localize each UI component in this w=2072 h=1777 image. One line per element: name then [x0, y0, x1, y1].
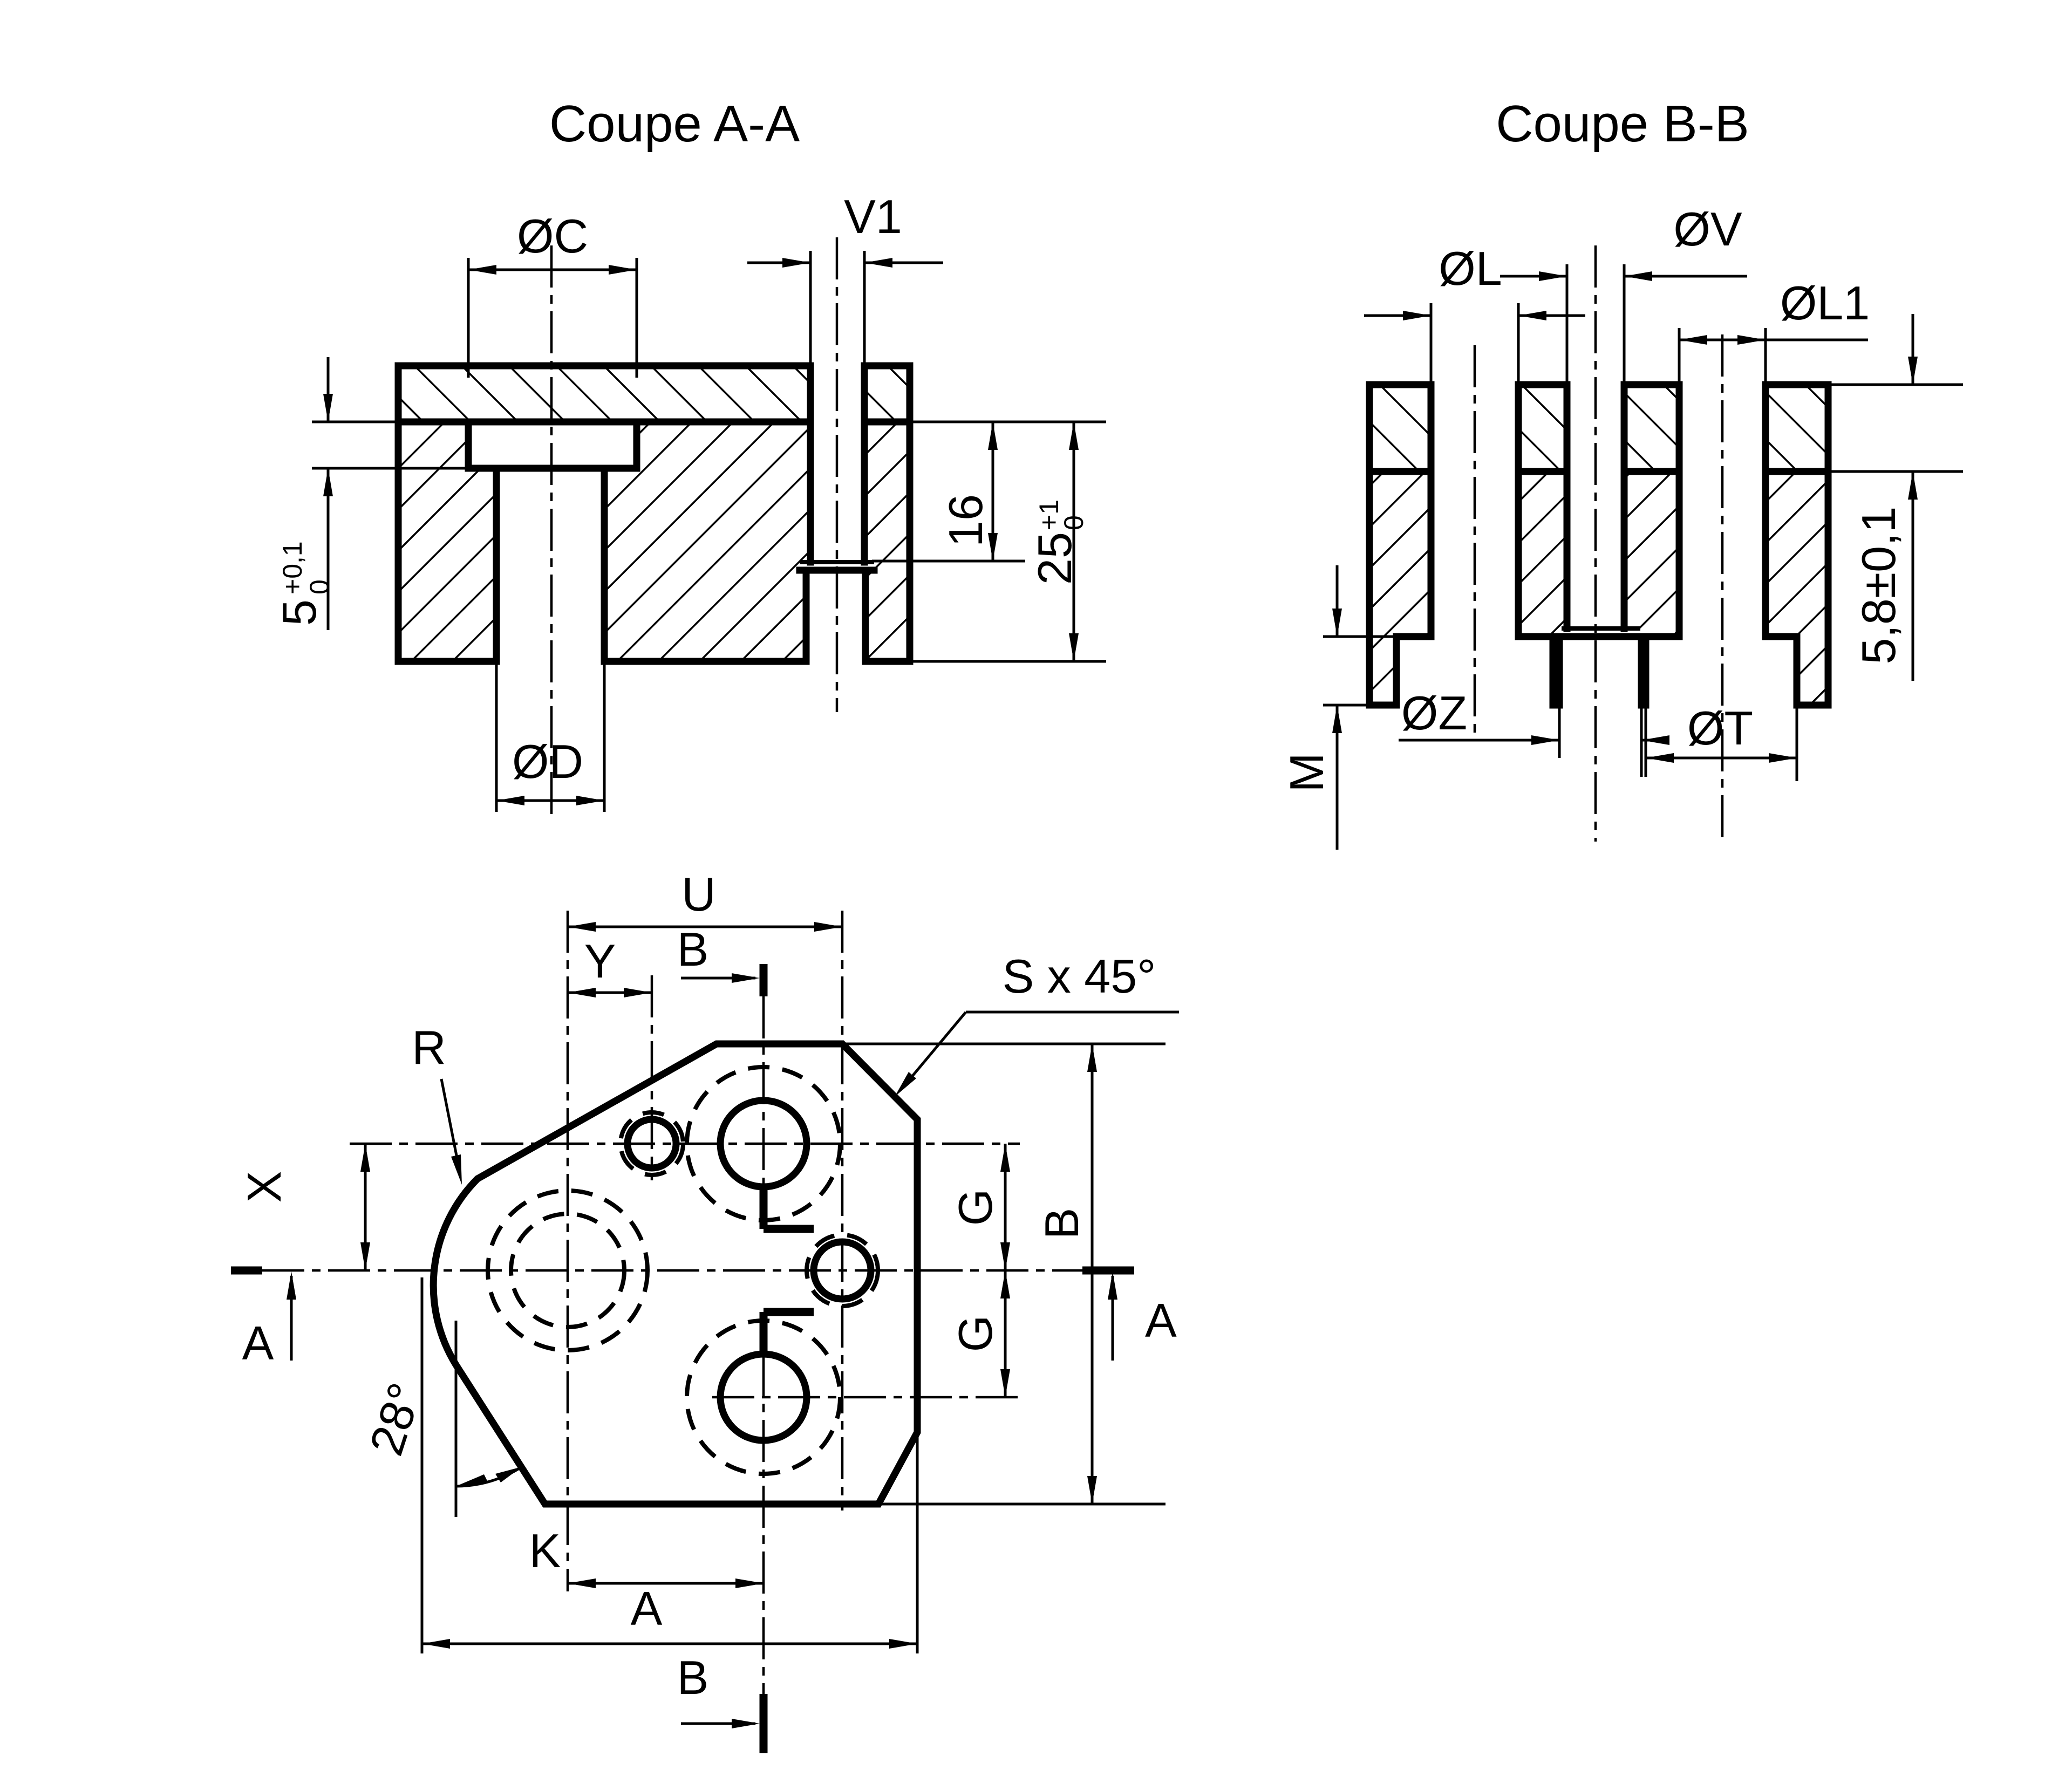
dim-dia-l1: ØL1	[1678, 276, 1870, 385]
label-height-25-tol-up: +1	[1034, 500, 1064, 530]
label-g-upper: G	[949, 1189, 1002, 1226]
title-coupe-bb: Coupe B-B	[1496, 95, 1749, 153]
label-dia-v: ØV	[1673, 202, 1742, 256]
dim-counterbore-5: 5 +0,1 0	[272, 357, 468, 630]
label-depth-16: 16	[939, 494, 992, 547]
dim-dia-c: ØC	[467, 209, 638, 378]
cut-marker-b-bottom: B	[677, 1651, 768, 1753]
label-k: K	[529, 1524, 561, 1577]
label-height-25: 25	[1028, 532, 1081, 585]
dim-dia-v: ØV	[1500, 202, 1747, 385]
label-a-width: A	[631, 1582, 663, 1635]
label-cut-b-bottom: B	[677, 1651, 709, 1704]
dim-y: Y	[568, 934, 652, 997]
dim-dia-t: ØT	[1644, 701, 1798, 781]
title-coupe-aa: Coupe A-A	[549, 95, 800, 153]
label-dia-l: ØL	[1439, 242, 1502, 295]
dim-k: K	[529, 1524, 764, 1588]
dim-m: M	[1280, 565, 1396, 850]
dim-x: X	[237, 1144, 370, 1270]
label-depth-5-tol-up: +0,1	[277, 541, 308, 594]
view-coupe-aa: ØC V1 5 +0,1 0 ØD 1	[272, 190, 1106, 820]
label-dia-z: ØZ	[1401, 686, 1467, 740]
label-y: Y	[584, 934, 616, 988]
label-cut-a-right: A	[1145, 1294, 1177, 1347]
dim-u: U	[568, 867, 842, 932]
label-r: R	[412, 1021, 446, 1074]
dim-height-25: 25 +1 0	[910, 422, 1106, 663]
leader-chamfer-note: S x 45°	[895, 949, 1179, 1097]
label-cut-a-left: A	[242, 1316, 274, 1370]
cut-marker-b-top: B	[677, 922, 768, 996]
label-plate-thickness: 5,8±0,1	[1852, 507, 1905, 665]
dim-dia-z: ØZ	[1399, 686, 1669, 777]
label-m: M	[1280, 753, 1333, 792]
cut-marker-a-right: A	[1082, 1266, 1177, 1361]
label-dia-l1: ØL1	[1780, 276, 1870, 330]
label-x: X	[237, 1171, 291, 1203]
label-g-lower: G	[949, 1315, 1002, 1352]
leader-r: R	[412, 1021, 462, 1185]
view-plan: A A B B U Y	[231, 867, 1179, 1753]
dim-v1: V1	[747, 190, 943, 366]
dim-b-height: B	[842, 1042, 1166, 1506]
label-u: U	[681, 867, 716, 921]
label-dia-t: ØT	[1687, 701, 1753, 755]
label-dia-c: ØC	[517, 209, 588, 263]
dim-dia-d: ØD	[495, 661, 606, 812]
label-cut-b-top: B	[677, 922, 709, 976]
label-chamfer-note: S x 45°	[1003, 949, 1156, 1003]
label-v1: V1	[844, 190, 902, 243]
dim-a-width: A	[420, 1277, 919, 1653]
label-depth-5: 5	[272, 599, 326, 626]
label-b-height: B	[1035, 1208, 1088, 1240]
view-coupe-bb: ØL ØV ØL1 5,8±0,1 M	[1280, 202, 1963, 850]
label-dia-d: ØD	[512, 735, 583, 788]
cut-marker-a-left: A	[231, 1266, 296, 1370]
label-depth-5-tol-dn: 0	[304, 579, 335, 594]
dim-plate-thickness: 5,8±0,1	[1828, 314, 1963, 681]
dim-dia-l: ØL	[1364, 242, 1585, 385]
dim-g-upper: G	[949, 1144, 1010, 1270]
dim-g-lower: G	[949, 1270, 1010, 1397]
label-height-25-tol-dn: 0	[1059, 515, 1089, 530]
